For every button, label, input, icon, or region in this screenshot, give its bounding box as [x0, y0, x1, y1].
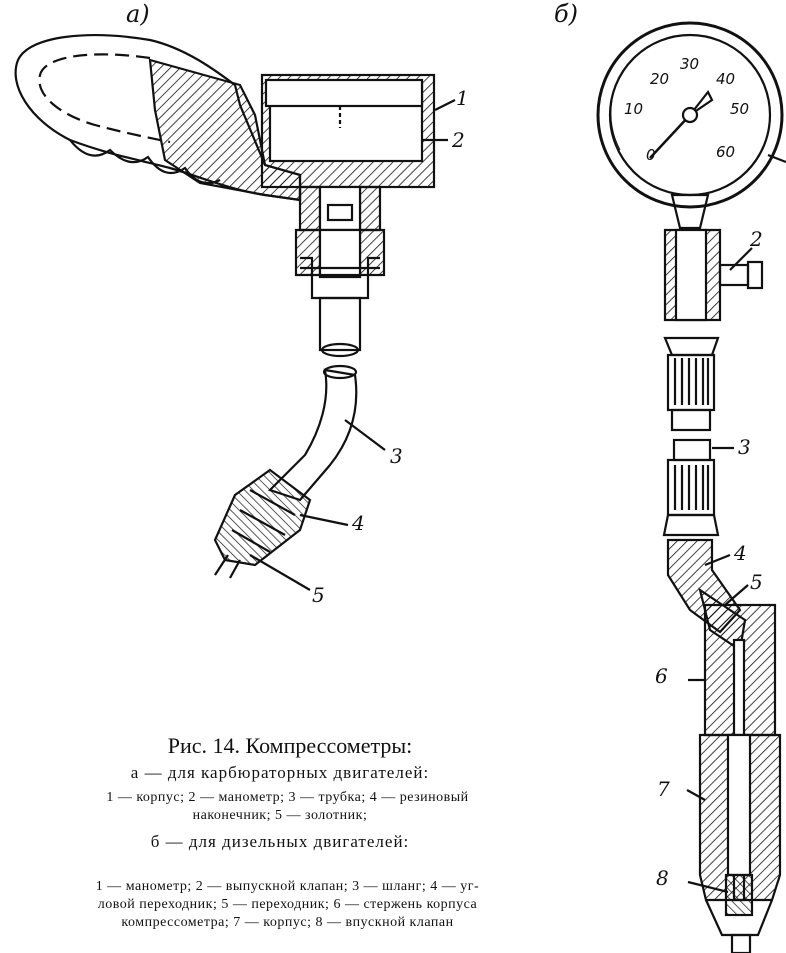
- gauge-tick-40: 40: [716, 70, 736, 88]
- caption-title: Рис. 14. Компрессометры:: [167, 733, 413, 758]
- gauge-outer: [596, 21, 784, 209]
- callout-b-6: 6: [655, 664, 668, 688]
- caption-b-line2: ловой переходник; 5 — переходник; 6 — ст…: [97, 897, 478, 912]
- callout-b-4: 4: [734, 541, 747, 565]
- panel-label-a: а): [126, 0, 150, 28]
- callout-a-4: 4: [352, 511, 365, 535]
- callout-a-3: 3: [390, 444, 403, 468]
- gauge-tick-20: 20: [650, 70, 670, 88]
- caption-a-heading: а — для карбюраторных двигателей:: [130, 763, 430, 782]
- caption-b-line3: компрессометра; 7 — корпус; 8 — впускной…: [121, 915, 454, 930]
- callout-b-5: 5: [750, 570, 763, 594]
- callout-a-2: 2: [452, 128, 465, 152]
- handle-inner-dash: [38, 53, 171, 144]
- caption-b-heading: б — для дизельных двигателей:: [150, 832, 410, 851]
- callout-b-8: 8: [656, 866, 669, 890]
- caption-b-line1: 1 — манометр; 2 — выпускной клапан; 3 — …: [95, 879, 480, 894]
- caption-a-line2: наконечник; 5 — золотник;: [192, 808, 368, 823]
- compressometer-b: [596, 21, 786, 953]
- callout-b-2: 2: [750, 227, 763, 251]
- gauge-tick-0: 0: [646, 146, 656, 164]
- callout-a-5: 5: [312, 583, 325, 607]
- callout-b-7: 7: [657, 777, 670, 801]
- panel-label-b: б): [554, 0, 579, 28]
- neck: [298, 185, 322, 232]
- gauge-stem: [670, 193, 710, 230]
- gauge-tick-60: 60: [716, 143, 736, 161]
- rubber-tip-4: [213, 468, 312, 567]
- hose-3: [672, 438, 712, 462]
- caption-a-line1: 1 — корпус; 2 — манометр; 3 — трубка; 4 …: [106, 790, 469, 805]
- valve-5: [214, 554, 241, 579]
- callout-a-1: 1: [456, 86, 469, 110]
- inlet-valve-8: [724, 873, 754, 917]
- gauge-tick-30: 30: [680, 55, 700, 73]
- gauge-tick-10: 10: [624, 100, 644, 118]
- callout-b-3: 3: [738, 435, 751, 459]
- grip-bumps: [69, 139, 221, 185]
- gauge-tick-50: 50: [730, 100, 750, 118]
- tube-top: [318, 296, 362, 352]
- compressometer-a: [14, 34, 456, 591]
- release-valve-2: [718, 263, 750, 287]
